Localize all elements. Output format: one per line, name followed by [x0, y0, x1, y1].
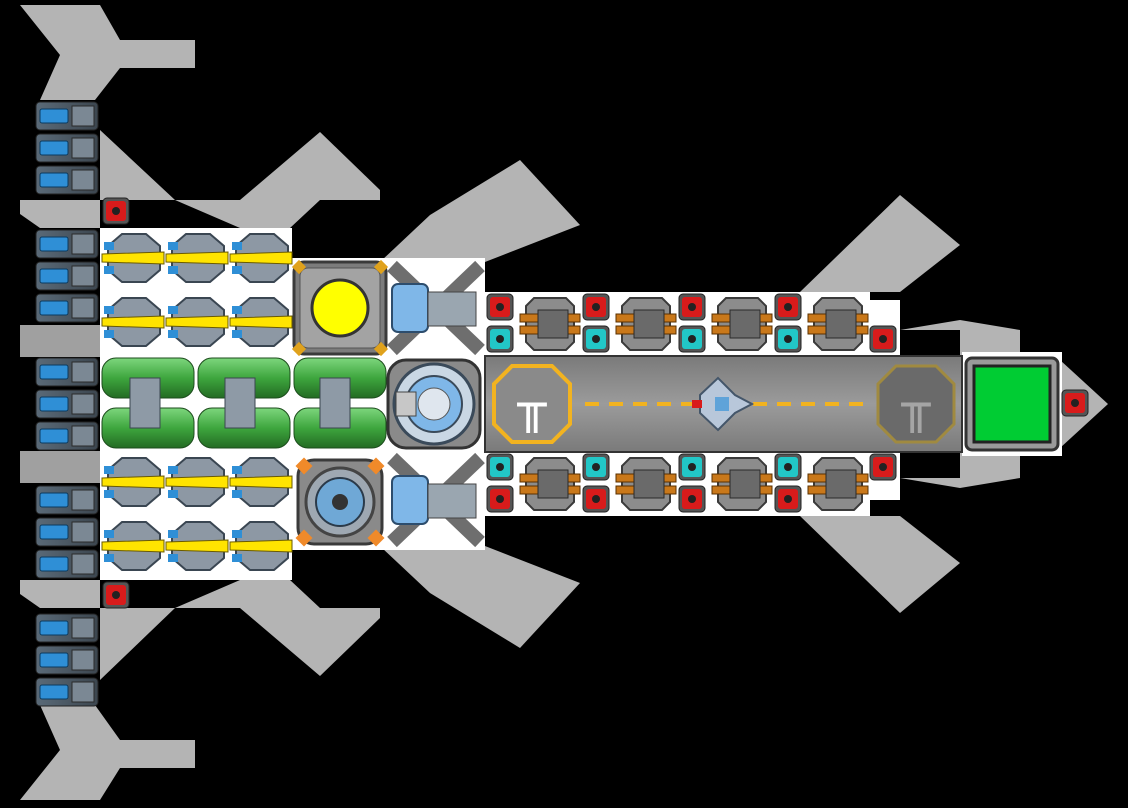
ammo-blocks	[102, 197, 1089, 609]
ammo-red-block	[678, 293, 706, 321]
ammo-cyan-block	[774, 453, 802, 481]
cannon-icon[interactable]	[711, 457, 773, 511]
landing-pad-active[interactable]: ╥	[492, 364, 572, 444]
engine-pod-icon	[101, 521, 165, 571]
ammo-cyan-block	[678, 325, 706, 353]
cannon-icon[interactable]	[615, 457, 677, 511]
engine-pod-icon	[229, 233, 293, 283]
engine-pod-icon	[165, 521, 229, 571]
fuel-tank	[197, 357, 291, 449]
thruster-icon	[35, 165, 99, 195]
thruster-icon	[35, 645, 99, 675]
engine-pod-icon	[165, 297, 229, 347]
bridge[interactable]	[964, 356, 1060, 452]
gyroscope[interactable]	[386, 358, 482, 450]
ammo-red-block	[774, 293, 802, 321]
hangar-bay[interactable]: ╥ ╥	[484, 355, 963, 453]
shield-generator[interactable]	[295, 457, 385, 547]
engine-pod-icon	[101, 297, 165, 347]
cannon-array	[519, 297, 869, 511]
cannon-icon[interactable]	[807, 457, 869, 511]
thruster-icon	[35, 229, 99, 259]
ammo-red-block	[869, 453, 897, 481]
engine-pod-icon	[165, 233, 229, 283]
engine-pod-icon	[229, 457, 293, 507]
ammo-red-block	[869, 325, 897, 353]
cannon-icon[interactable]	[615, 297, 677, 351]
ammo-cyan-block	[486, 453, 514, 481]
ammo-cyan-block	[582, 453, 610, 481]
ammo-red-block	[774, 485, 802, 513]
ammo-red-block	[582, 293, 610, 321]
thruster-icon	[35, 389, 99, 419]
cannon-icon[interactable]	[807, 297, 869, 351]
engine-pod-icon	[101, 457, 165, 507]
ammo-red-block	[678, 485, 706, 513]
landing-pad-inactive[interactable]: ╥	[876, 364, 956, 444]
ammo-red-block	[102, 581, 130, 609]
engine-pod-icon	[229, 521, 293, 571]
thruster-column	[35, 101, 99, 707]
ammo-cyan-block	[582, 325, 610, 353]
docked-fighter[interactable]	[692, 376, 755, 432]
engine-pods	[101, 233, 293, 571]
engine-pod-icon	[165, 457, 229, 507]
hull-frame	[20, 5, 1108, 800]
fuel-tanks	[101, 357, 387, 449]
side-thruster-upper	[387, 260, 485, 356]
cannon-icon[interactable]	[519, 297, 581, 351]
fuel-tank	[101, 357, 195, 449]
thruster-icon	[35, 517, 99, 547]
ammo-red-block	[486, 485, 514, 513]
reactor[interactable]	[291, 259, 389, 357]
cannon-icon[interactable]	[519, 457, 581, 511]
fuel-tank	[293, 357, 387, 449]
thruster-icon	[35, 101, 99, 131]
cannon-icon[interactable]	[711, 297, 773, 351]
ammo-cyan-block	[678, 453, 706, 481]
ammo-red-block	[1061, 389, 1089, 417]
side-thrusters	[387, 260, 485, 548]
side-thruster-lower	[387, 452, 485, 548]
thruster-icon	[35, 677, 99, 707]
pad-glyph: ╥	[517, 377, 548, 434]
thruster-icon	[35, 133, 99, 163]
thruster-icon	[35, 421, 99, 451]
ammo-cyan-block	[774, 325, 802, 353]
pad-glyph: ╥	[901, 377, 932, 434]
thruster-icon	[35, 485, 99, 515]
engine-pod-icon	[101, 233, 165, 283]
thruster-icon	[35, 613, 99, 643]
ammo-cyan-block	[486, 325, 514, 353]
thruster-icon	[35, 261, 99, 291]
ammo-red-block	[102, 197, 130, 225]
ammo-red-block	[582, 485, 610, 513]
thruster-icon	[35, 357, 99, 387]
ammo-red-block	[486, 293, 514, 321]
engine-pod-icon	[229, 297, 293, 347]
thruster-icon	[35, 549, 99, 579]
thruster-icon	[35, 293, 99, 323]
